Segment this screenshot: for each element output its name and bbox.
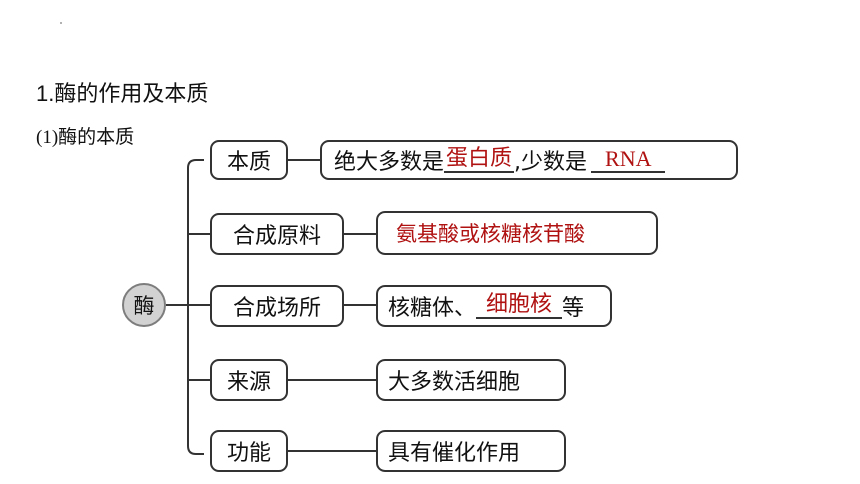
- site-suffix: 等: [562, 296, 585, 321]
- essence-middle: ,少数是: [514, 150, 588, 175]
- answer-blank-protein: 蛋白质: [444, 146, 515, 173]
- content-source: 大多数活细胞: [376, 359, 566, 401]
- answer-blank-rna: RNA: [591, 147, 666, 173]
- answer-blank-nucleus: 细胞核: [476, 293, 563, 319]
- center-node-enzyme: 酶: [122, 283, 166, 327]
- label-essence: 本质: [210, 140, 288, 180]
- label-source: 来源: [210, 359, 288, 401]
- content-function: 具有催化作用: [376, 430, 566, 472]
- content-raw-material: 氨基酸或核糖核苷酸: [376, 211, 658, 255]
- site-prefix: 核糖体、: [388, 296, 477, 321]
- label-synthesis-site: 合成场所: [210, 285, 344, 327]
- subsection-heading: (1)酶的本质: [36, 127, 135, 148]
- label-function: 功能: [210, 430, 288, 472]
- section-heading: 1.酶的作用及本质: [36, 81, 209, 106]
- essence-prefix: 绝大多数是: [334, 150, 445, 175]
- label-raw-material: 合成原料: [210, 213, 344, 255]
- decorative-dot: [60, 22, 62, 24]
- content-synthesis-site: 核糖体、细胞核等: [376, 285, 612, 327]
